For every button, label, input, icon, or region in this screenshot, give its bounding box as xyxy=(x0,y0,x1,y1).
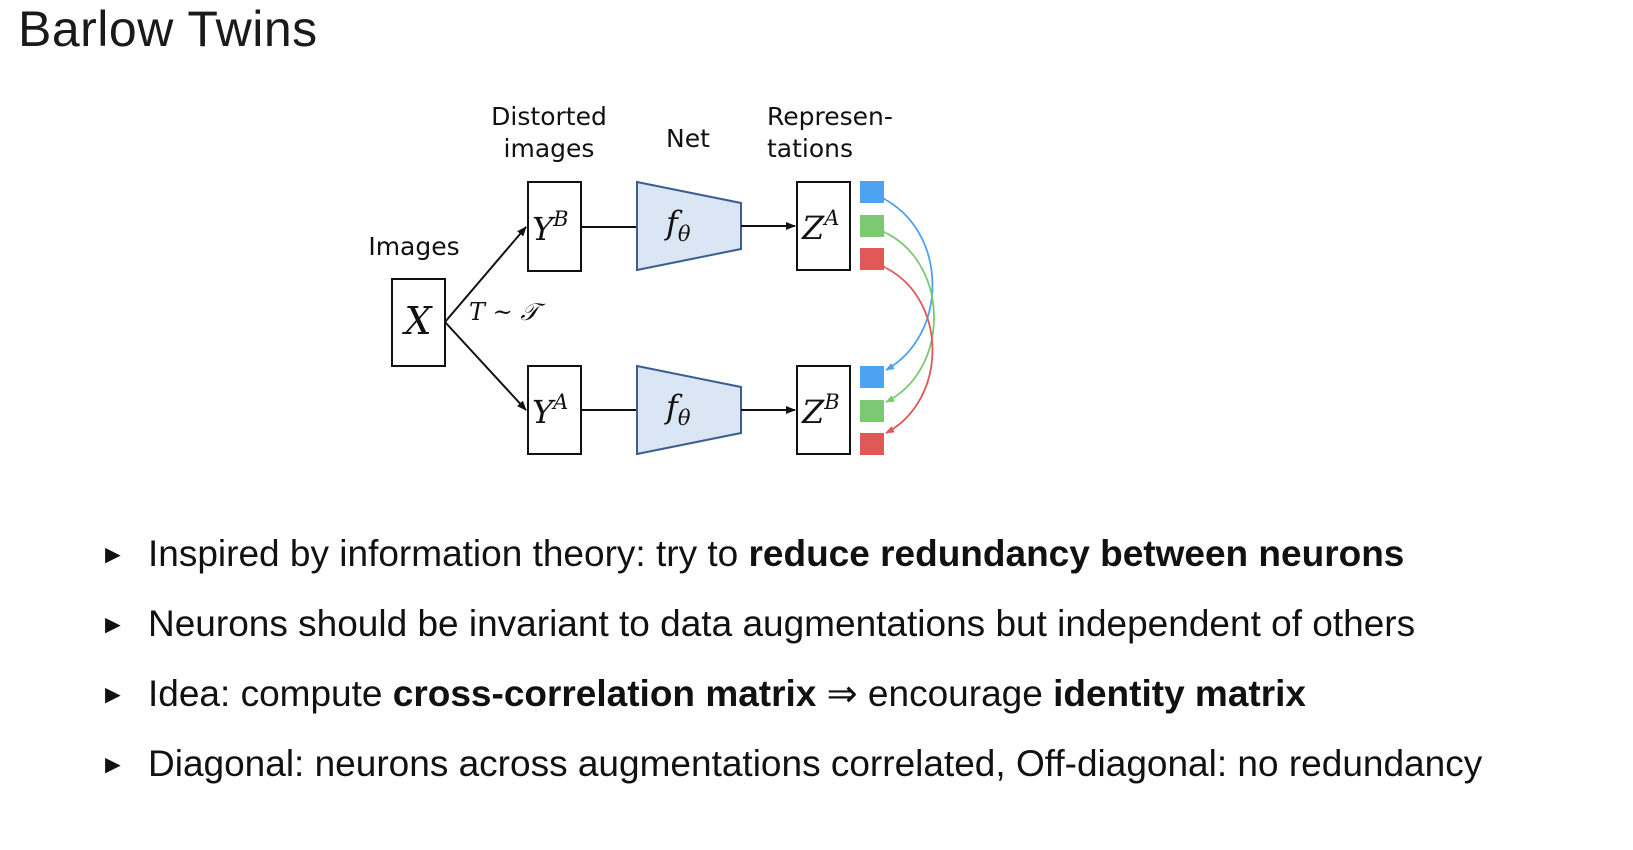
bullet-text: Inspired by information theory: try to xyxy=(148,533,749,574)
feature-square-bottom-blue xyxy=(860,366,884,388)
input-image-box xyxy=(391,278,446,367)
bullet-item: ►Idea: compute cross-correlation matrix … xyxy=(100,668,1482,738)
bullet-bold-text: cross-correlation matrix xyxy=(392,673,817,714)
bullet-bold-text: identity matrix xyxy=(1053,673,1306,714)
distorted-image-yb-box xyxy=(527,181,582,272)
bullet-item: ►Inspired by information theory: try to … xyxy=(100,528,1482,598)
barlow-twins-diagram: Images Distorted images Net Represen- ta… xyxy=(368,102,935,456)
net-label: Net xyxy=(666,124,710,153)
distorted-image-yb-symbol: YB xyxy=(532,207,569,248)
correlation-arc-red xyxy=(877,261,934,434)
bullet-arrow-icon: ► xyxy=(100,679,126,709)
bullet-item: ► Neurons should be invariant to data aug… xyxy=(100,598,1482,668)
feature-square-bottom-green xyxy=(860,400,884,422)
arrow-x-to-yb xyxy=(444,226,527,323)
distorted-images-label-line2: images xyxy=(504,134,595,163)
encoder-net-bottom xyxy=(636,364,742,456)
bullet-text: Idea: compute xyxy=(148,673,393,714)
representations-label-line2: tations xyxy=(767,134,853,163)
representations-label-line1: Represen- xyxy=(767,102,893,131)
bullet-bold-text: reduce redundancy between neurons xyxy=(748,533,1405,574)
representation-zb-box xyxy=(796,365,851,455)
bullet-item: ► Diagonal: neurons across augmentations … xyxy=(100,738,1482,808)
bullet-text: Diagonal: neurons across augmentations c… xyxy=(148,743,1483,784)
feature-square-top-blue xyxy=(860,181,884,203)
slide-title: Barlow Twins xyxy=(18,1,318,57)
encoder-net-top xyxy=(636,180,742,272)
bullet-list: ►Inspired by information theory: try to … xyxy=(100,528,1482,808)
arrow-x-to-ya xyxy=(444,321,527,411)
bullet-text: Neurons should be invariant to data augm… xyxy=(148,603,1416,644)
representation-za-box xyxy=(796,181,851,271)
correlation-arc-blue xyxy=(877,193,934,371)
transform-sampling-label: T ~ 𝒯 xyxy=(469,298,546,326)
bullet-arrow-icon: ► xyxy=(100,749,126,779)
images-label: Images xyxy=(368,232,459,261)
feature-square-bottom-red xyxy=(860,433,884,455)
representation-za-symbol: ZA xyxy=(801,206,839,247)
bullet-text: ⇒ encourage xyxy=(816,673,1054,714)
correlation-arc-green xyxy=(877,226,935,403)
distorted-images-label-line1: Distorted xyxy=(491,102,607,131)
representation-zb-symbol: ZB xyxy=(801,390,840,431)
feature-square-top-green xyxy=(860,215,884,237)
bullet-arrow-icon: ► xyxy=(100,539,126,569)
distorted-image-ya-symbol: YA xyxy=(532,390,568,431)
feature-square-top-red xyxy=(860,248,884,270)
bullet-arrow-icon: ► xyxy=(100,609,126,639)
input-x-symbol: X xyxy=(401,299,433,343)
